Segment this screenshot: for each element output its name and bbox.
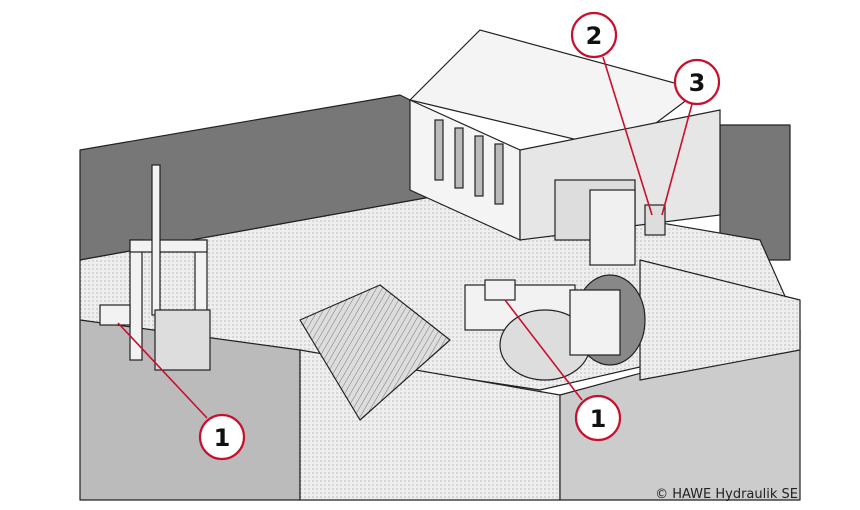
svg-text:1: 1 [214, 424, 231, 452]
callout-1-left: 1 [198, 413, 246, 461]
callout-3: 3 [673, 58, 721, 106]
callout-1-right: 1 [574, 394, 622, 442]
svg-text:3: 3 [689, 69, 706, 97]
powerhouse [408, 29, 721, 266]
copyright-notice: © HAWE Hydraulik SE [655, 487, 798, 502]
callout-leaders [117, 56, 693, 419]
callout-2: 2 [570, 11, 618, 59]
gate-and-turbine [99, 164, 646, 381]
svg-text:1: 1 [590, 405, 607, 433]
svg-text:2: 2 [586, 22, 603, 50]
